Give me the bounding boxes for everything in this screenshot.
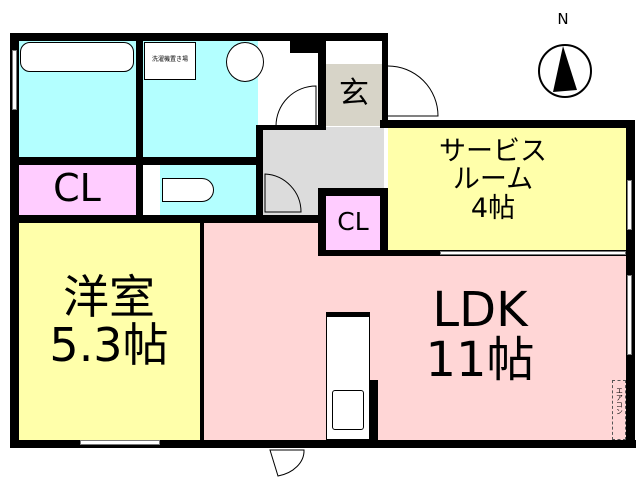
front-door-icon[interactable] [268,448,308,478]
wall [10,440,636,448]
sink [226,42,264,82]
western-room-name: 洋室 [63,270,155,324]
western-room-label: 洋室 5.3帖 [18,273,200,370]
window [12,50,17,110]
compass-icon [538,44,592,98]
western-room: 洋室 5.3帖 [18,223,200,440]
window [627,275,632,355]
service-room-size: 4帖 [470,192,516,224]
toilet [162,178,214,202]
entrance-label: 玄 [339,76,369,111]
ldk [204,223,626,440]
window [627,180,632,230]
service-room-label: サービス ルーム 4帖 [428,136,558,224]
stove-icon [332,390,364,430]
wall [10,215,320,223]
service-room-name2: ルーム [452,164,534,196]
wall [256,125,326,130]
closet-small-label: CL [337,207,369,236]
wall [382,33,388,128]
ldk-size: 11帖 [425,332,535,389]
ldk-label: LDK 11帖 [400,285,560,386]
entrance-door-icon[interactable] [388,64,448,120]
laundry-space: 洗濯機置き場 [144,42,196,80]
window [80,440,160,445]
entrance: 玄 [326,64,382,126]
aircon-label: エアコン [615,387,624,415]
wall [290,33,318,53]
laundry-label: 洗濯機置き場 [151,56,188,63]
wall [318,188,326,256]
bathtub [20,42,134,72]
wall [200,223,204,440]
wall [380,188,388,256]
ldk-name: LDK [432,282,528,338]
window [440,251,626,255]
wall [380,120,635,128]
wall [318,188,386,196]
wall [10,157,260,165]
service-room-name: サービス [439,136,547,167]
washroom-door-icon[interactable] [270,84,318,128]
wall [10,33,388,41]
aircon: エアコン [612,380,626,440]
closet-left-label: CL [53,166,101,210]
wall [318,33,326,130]
closet-left: CL [18,165,136,215]
service-room: サービス ルーム 4帖 [388,128,626,250]
wall [370,380,378,440]
closet-small: CL [326,196,380,250]
compass: N [538,11,603,102]
wall [136,33,143,223]
compass-north-label: N [557,10,569,28]
wall [256,125,263,223]
toilet-door-icon[interactable] [263,172,303,216]
western-room-size: 5.3帖 [49,318,169,373]
wall [10,33,19,448]
